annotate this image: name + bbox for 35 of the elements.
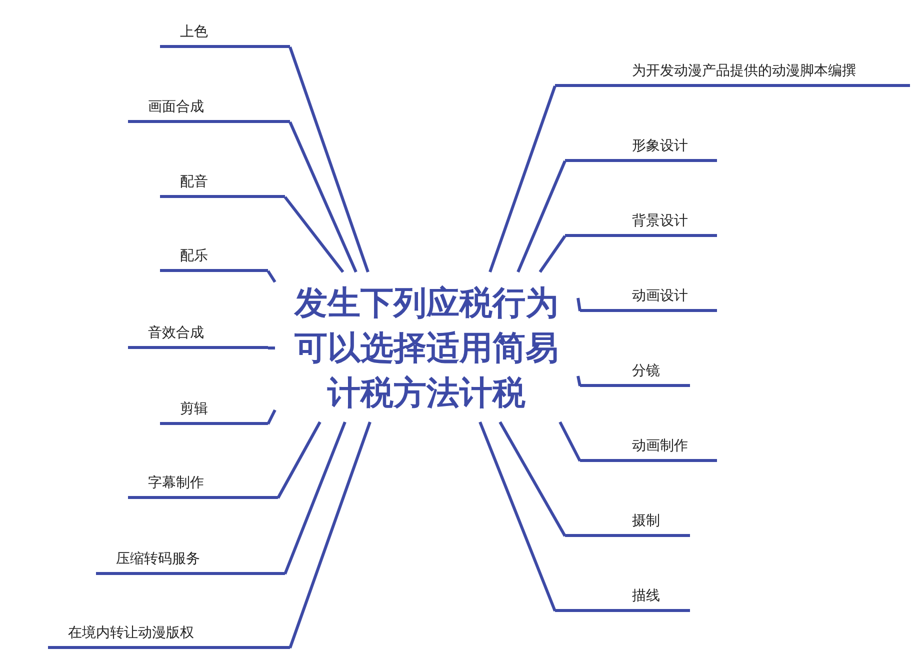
underlined-label: 分镜 bbox=[580, 360, 690, 387]
underlined-label: 背景设计 bbox=[565, 210, 717, 237]
underlined-label: 动画制作 bbox=[580, 435, 717, 462]
underlined-label: 画面合成 bbox=[128, 96, 290, 123]
connector-line bbox=[266, 409, 276, 425]
connector-line bbox=[288, 121, 358, 273]
underlined-label: 动画设计 bbox=[580, 285, 717, 312]
connector-line bbox=[516, 160, 566, 273]
connector-line bbox=[576, 298, 582, 312]
connector-line bbox=[558, 421, 582, 462]
underlined-label: 剪辑 bbox=[160, 398, 268, 425]
underlined-label: 音效合成 bbox=[128, 322, 268, 349]
connector-line bbox=[284, 421, 346, 575]
underlined-label: 压缩转码服务 bbox=[96, 548, 285, 575]
connector-line bbox=[288, 422, 372, 648]
connector-line bbox=[266, 270, 276, 283]
connector-line bbox=[288, 46, 370, 272]
underlined-label: 配音 bbox=[160, 171, 285, 198]
connector-line bbox=[276, 421, 322, 499]
underlined-label: 配乐 bbox=[160, 245, 268, 272]
connector-line bbox=[284, 196, 344, 273]
connector-line bbox=[576, 376, 582, 386]
connector-line bbox=[488, 86, 556, 272]
underlined-label: 上色 bbox=[160, 21, 290, 48]
connector-line bbox=[478, 421, 556, 612]
underlined-label: 形象设计 bbox=[565, 135, 717, 162]
underlined-label: 为开发动漫产品提供的动漫脚本编撰 bbox=[555, 60, 910, 87]
central-topic: 发生下列应税行为可以选择适用简易计税方法计税 bbox=[275, 272, 578, 422]
underlined-label: 描线 bbox=[555, 585, 690, 612]
connector-line bbox=[268, 346, 275, 350]
underlined-label: 摄制 bbox=[565, 510, 690, 537]
underlined-label: 字幕制作 bbox=[128, 472, 278, 499]
connector-line bbox=[498, 421, 566, 537]
underlined-label: 在境内转让动漫版权 bbox=[48, 622, 290, 649]
connector-line bbox=[538, 235, 566, 273]
